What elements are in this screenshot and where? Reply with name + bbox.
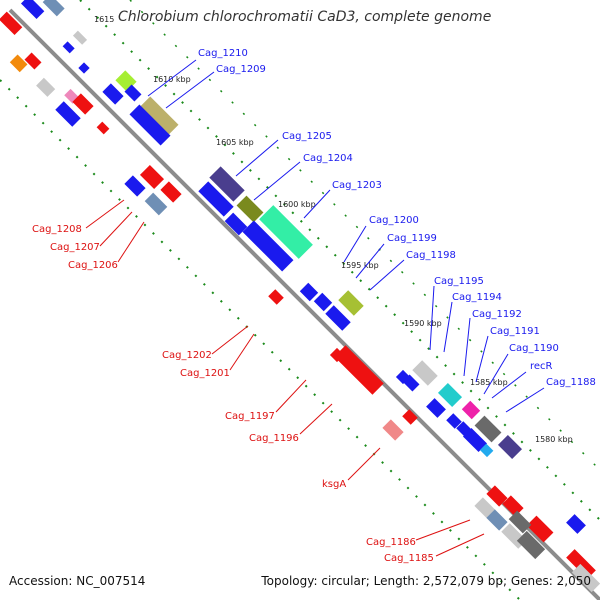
gene-label-forward[interactable]: Cag_1195 — [434, 276, 484, 287]
gene-feature — [259, 205, 313, 259]
gene-label-reverse[interactable]: Cag_1207 — [50, 242, 100, 253]
gene-label-forward[interactable]: Cag_1198 — [406, 250, 456, 261]
reverse-gene-labels: Cag_1208 Cag_1207 Cag_1206 Cag_1202 Cag_… — [32, 224, 434, 564]
gene-label-reverse[interactable]: Cag_1196 — [249, 433, 299, 444]
gene-feature — [462, 427, 488, 453]
gene-feature — [0, 11, 23, 36]
gene-label-forward[interactable]: Cag_1192 — [472, 309, 522, 320]
gene-feature — [198, 181, 234, 217]
gene-label-reverse[interactable]: Cag_1206 — [68, 260, 118, 271]
gene-label-reverse[interactable]: Cag_1208 — [32, 224, 82, 235]
gene-feature — [224, 212, 248, 236]
gene-feature — [566, 514, 586, 534]
gene-feature — [78, 62, 90, 74]
gene-feature — [571, 563, 600, 593]
gene-label-reverse[interactable]: ksgA — [322, 479, 346, 490]
gene-label-forward[interactable]: Cag_1205 — [282, 131, 332, 142]
gene-feature — [236, 195, 264, 223]
gene-feature — [474, 497, 496, 519]
gene-feature — [96, 121, 110, 135]
gene-label-forward[interactable]: Cag_1200 — [369, 215, 419, 226]
gene-label-forward[interactable]: Cag_1190 — [509, 343, 559, 354]
gene-label-reverse[interactable]: Cag_1201 — [180, 368, 230, 379]
gene-feature — [102, 83, 124, 105]
gene-feature — [566, 549, 596, 579]
forward-leader-lines — [147, 59, 545, 413]
scale-label: 1585 kbp — [470, 378, 508, 387]
gene-feature — [242, 220, 294, 272]
gene-feature — [502, 495, 524, 517]
gene-feature — [137, 96, 179, 138]
gene-feature — [412, 360, 438, 386]
gene-feature — [124, 84, 142, 102]
gene-feature — [72, 30, 88, 45]
scale-label: 1590 kbp — [404, 319, 442, 328]
gene-label-forward[interactable]: Cag_1203 — [332, 180, 382, 191]
gene-label-forward[interactable]: Cag_1209 — [216, 64, 266, 75]
gene-feature — [160, 181, 182, 203]
map-title: Chlorobium chlorochromatii CaD3, complet… — [118, 9, 492, 25]
reverse-leader-lines — [85, 199, 485, 557]
gene-feature — [479, 443, 494, 458]
gene-feature — [497, 434, 523, 460]
gene-feature — [42, 0, 65, 17]
gene-feature — [209, 166, 245, 202]
gene-feature — [24, 52, 42, 70]
gene-feature — [129, 104, 171, 146]
gene-feature — [55, 101, 81, 127]
gene-feature — [20, 0, 45, 20]
gene-feature — [474, 415, 502, 443]
gene-feature — [516, 530, 546, 560]
gene-label-forward[interactable]: Cag_1204 — [303, 153, 353, 164]
gene-feature — [268, 289, 284, 305]
gene-feature — [299, 282, 319, 302]
gene-label-forward[interactable]: Cag_1199 — [387, 233, 437, 244]
gene-label-forward[interactable]: recR — [530, 361, 553, 372]
gene-feature — [313, 292, 333, 312]
gene-label-reverse[interactable]: Cag_1186 — [366, 537, 416, 548]
scale-label: 1615 — [94, 15, 114, 24]
gene-label-reverse[interactable]: Cag_1197 — [225, 411, 275, 422]
gene-feature — [486, 485, 508, 507]
gene-feature — [461, 400, 481, 420]
gene-label-forward[interactable]: Cag_1194 — [452, 292, 502, 303]
scale-label: 1595 kbp — [341, 261, 379, 270]
gene-feature — [382, 419, 404, 441]
gene-label-forward[interactable]: Cag_1191 — [490, 326, 540, 337]
gene-feature — [9, 54, 28, 73]
outer-tick-track — [79, 0, 600, 521]
gene-feature — [62, 41, 75, 54]
gene-label-forward[interactable]: Cag_1210 — [198, 48, 248, 59]
inner-tick-track — [0, 79, 521, 600]
gene-feature — [124, 175, 146, 197]
gene-feature — [325, 305, 351, 331]
gene-feature — [334, 345, 384, 395]
gene-feature — [338, 290, 364, 316]
gene-feature — [36, 77, 56, 97]
gene-feature — [72, 93, 94, 115]
genome-summary: Topology: circular; Length: 2,572,079 bp… — [261, 574, 591, 588]
scale-label: 1600 kbp — [278, 200, 316, 209]
gene-feature — [526, 515, 554, 543]
scale-label: 1580 kbp — [535, 435, 573, 444]
gene-feature — [486, 509, 508, 531]
gene-feature — [446, 413, 462, 429]
gene-feature — [508, 510, 532, 534]
gene-feature — [402, 409, 418, 425]
gene-feature — [437, 382, 463, 408]
gene-feature — [402, 374, 420, 392]
gene-feature — [139, 164, 165, 190]
gene-feature — [426, 398, 446, 418]
scale-label: 1610 kbp — [153, 75, 191, 84]
far-tick-track — [129, 0, 600, 471]
accession-label: Accession: NC_007514 — [9, 574, 146, 588]
gene-feature — [144, 192, 168, 216]
scale-label: 1605 kbp — [216, 138, 254, 147]
gene-label-reverse[interactable]: Cag_1185 — [384, 553, 434, 564]
gene-label-forward[interactable]: Cag_1188 — [546, 377, 596, 388]
gene-label-reverse[interactable]: Cag_1202 — [162, 350, 212, 361]
forward-gene-labels: Cag_1210 Cag_1209 Cag_1205 Cag_1204 Cag_… — [198, 48, 596, 388]
